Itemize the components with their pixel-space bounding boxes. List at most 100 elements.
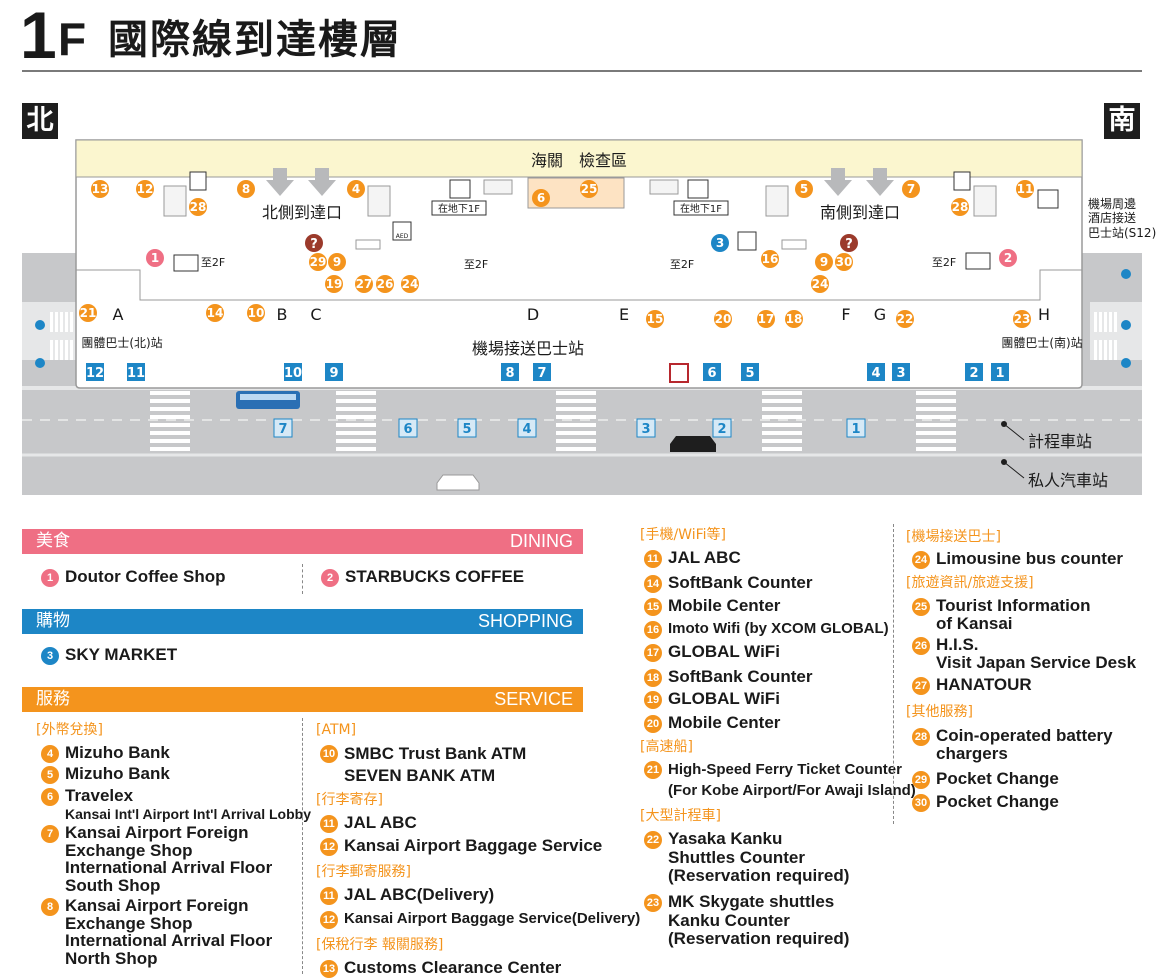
legend-label: SoftBank Counter xyxy=(668,667,813,686)
map-marker xyxy=(136,180,154,198)
legend-line: (For Kobe Airport/For Awaji Island) xyxy=(668,782,916,799)
marker-badge: 26 xyxy=(912,637,930,655)
crosswalk-stripe xyxy=(762,399,802,403)
crosswalk-stripe xyxy=(150,423,190,427)
legend-label: SKY MARKET xyxy=(65,645,178,664)
crosswalk-stripe xyxy=(1094,312,1097,332)
marker-badge: 19 xyxy=(644,691,662,709)
legend-label: SoftBank Counter xyxy=(668,573,813,592)
crosswalk-stripe xyxy=(70,340,73,360)
map-marker-number: 19 xyxy=(326,277,343,291)
map-marker-number: 28 xyxy=(190,200,207,214)
legend-label: Mizuho Bank xyxy=(65,764,170,783)
legend-line: (Reservation required) xyxy=(668,929,850,948)
crosswalk-stripe xyxy=(1099,312,1102,332)
section-ferry: [高速船] xyxy=(640,739,693,755)
map-marker xyxy=(711,234,729,252)
lower-stop-number: 4 xyxy=(522,422,531,437)
legend-label: Customs Clearance Center xyxy=(344,958,562,977)
underground-label-n: 在地下1F xyxy=(438,202,480,215)
marker-badge: 7 xyxy=(41,825,59,843)
escalator-n xyxy=(483,179,513,195)
map-marker-number: 27 xyxy=(356,277,373,291)
bus-stop-number: 8 xyxy=(505,366,514,381)
crosswalk-stripe xyxy=(336,423,376,427)
crosswalk-stripe xyxy=(556,407,596,411)
map-marker xyxy=(835,253,853,271)
page-title: 國際線到達樓層 xyxy=(108,17,402,63)
legend-line: SEVEN BANK ATM xyxy=(344,766,496,785)
crosswalk-stripe xyxy=(556,431,596,435)
taxi-icon xyxy=(670,436,716,452)
arrow-north-exit-2 xyxy=(308,168,336,196)
lower-stop-number: 6 xyxy=(403,422,412,437)
map-marker xyxy=(1016,180,1034,198)
dining-header-en: DINING xyxy=(510,531,573,551)
crosswalk-stripe xyxy=(916,447,956,451)
marker-badge: 17 xyxy=(644,644,662,662)
crosswalk-stripe xyxy=(1114,312,1117,332)
map-marker-number: 26 xyxy=(377,277,394,291)
crosswalk-stripe xyxy=(336,439,376,443)
crosswalk-stripe xyxy=(150,439,190,443)
map-marker xyxy=(999,249,1017,267)
crosswalk-stripe xyxy=(1094,340,1097,360)
compass-south: 南 xyxy=(1104,103,1140,139)
bus-stop-number: 11 xyxy=(127,366,145,381)
bus-stop-number: 7 xyxy=(537,366,546,381)
section-exchange: [外幣兌換] xyxy=(36,722,103,738)
lower-stop-number: 2 xyxy=(717,422,726,437)
bus-stop-marker xyxy=(965,363,983,381)
map-marker xyxy=(79,304,97,322)
section-baggage-storage: [行李寄存] xyxy=(316,792,383,808)
customs-label: 海關 檢查區 xyxy=(531,151,627,170)
map-marker-number: 9 xyxy=(820,255,828,269)
map-marker-number: 21 xyxy=(80,306,97,320)
gate-label-d: D xyxy=(527,305,539,324)
marker-badge: 2 xyxy=(321,569,339,587)
info-icon-n xyxy=(305,234,323,252)
marker-badge: 16 xyxy=(644,621,662,639)
car-pointer-dot xyxy=(1001,459,1007,465)
map-marker xyxy=(580,180,598,198)
marker-badge: 12 xyxy=(320,838,338,856)
legend-line: chargers xyxy=(936,744,1008,763)
aed-sign-s xyxy=(737,231,757,251)
legend-label: Pocket Change xyxy=(936,769,1059,788)
legend-line: Tourist Information xyxy=(936,596,1091,615)
stairs-s1 xyxy=(765,185,789,217)
map-marker xyxy=(714,310,732,328)
crosswalk-stripe xyxy=(50,312,53,332)
info-icon-n-glyph: ? xyxy=(310,237,318,252)
crosswalk-stripe xyxy=(55,340,58,360)
bus-stop-marker xyxy=(325,363,343,381)
bus-window-icon xyxy=(240,394,296,400)
terminal-building xyxy=(75,139,1083,389)
taxi-station-label: 計程車站 xyxy=(1028,432,1092,451)
legend-label: JAL ABC xyxy=(344,813,417,832)
map-marker xyxy=(309,253,327,271)
crosswalk-stripe xyxy=(916,431,956,435)
legend-label: Doutor Coffee Shop xyxy=(65,567,226,586)
hotel-shuttle-line-2: 酒店接送 xyxy=(1088,210,1136,225)
map-marker-number: 28 xyxy=(952,200,969,214)
crosswalk-stripe xyxy=(1104,312,1107,332)
map-marker xyxy=(532,189,550,207)
column-divider xyxy=(302,564,303,594)
aed-sign-n xyxy=(392,221,412,241)
column-divider xyxy=(302,718,303,974)
crosswalk-stripe xyxy=(762,431,802,435)
stairs-n1 xyxy=(163,185,187,217)
bench-n xyxy=(355,239,381,250)
lower-stop-number: 7 xyxy=(278,422,287,437)
lower-stop-marker xyxy=(398,418,418,438)
bus-stop-number: 10 xyxy=(284,366,302,381)
crosswalk-stripe xyxy=(150,391,190,395)
map-marker-number: 5 xyxy=(800,182,808,196)
map-marker xyxy=(328,253,346,271)
legend-line: Shuttles Counter xyxy=(668,847,805,867)
shopping-header-zh: 購物 xyxy=(36,611,70,631)
bus-stop-number: 9 xyxy=(329,366,338,381)
crosswalk-stripe xyxy=(916,439,956,443)
map-marker xyxy=(347,180,365,198)
